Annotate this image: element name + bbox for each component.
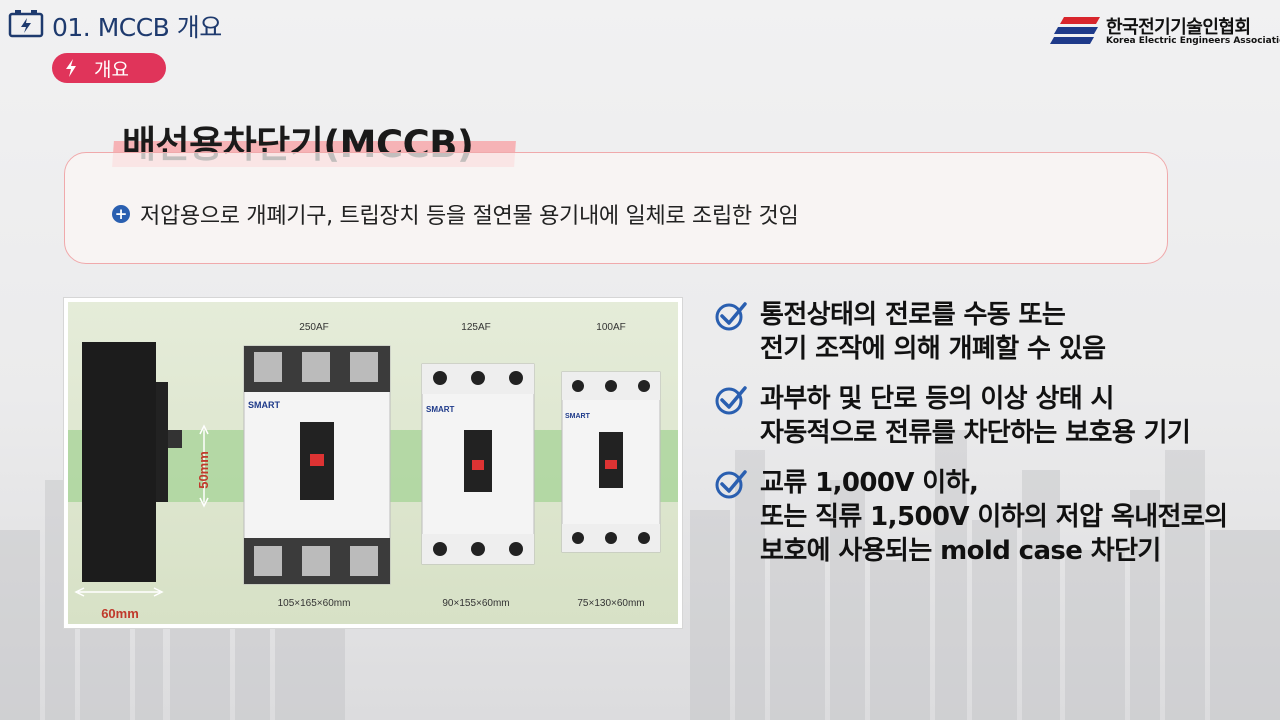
brand-label-100af: SMART	[565, 413, 591, 420]
dims-250af: 105×165×60mm	[278, 598, 351, 609]
frame-label-100af: 100AF	[596, 322, 625, 333]
list-item: 교류 1,000V 이하, 또는 직류 1,500V 이하의 저압 옥내전로의 …	[714, 466, 1274, 568]
flag-stripes-icon	[1050, 17, 1100, 44]
battery-icon	[8, 10, 44, 38]
width-label: 60mm	[101, 606, 139, 621]
dims-100af: 75×130×60mm	[577, 598, 644, 609]
definition-row: + 저압용으로 개폐기구, 트립장치 등을 절연물 용기내에 일체로 조립한 것…	[112, 198, 799, 230]
brand-label-125af: SMART	[426, 405, 455, 414]
list-item: 통전상태의 전로를 수동 또는 전기 조작에 의해 개폐할 수 있음	[714, 298, 1274, 366]
lightning-icon	[58, 55, 84, 81]
logo-name-korean: 한국전기기술인협회	[1106, 17, 1251, 38]
bullet-line: 또는 직류 1,500V 이하의 저압 옥내전로의	[760, 502, 1228, 532]
check-circle-icon	[715, 470, 747, 499]
plus-circle-icon: +	[112, 205, 130, 223]
logo-name-english: Korea Electric Engineers Association	[1106, 36, 1280, 46]
section-title: 01. MCCB 개요	[52, 13, 222, 42]
organization-logo: 한국전기기술인협회 Korea Electric Engineers Assoc…	[1050, 13, 1280, 49]
bullet-line: 자동적으로 전류를 차단하는 보호용 기기	[760, 418, 1191, 448]
check-circle-icon	[715, 386, 747, 415]
frame-label-250af: 250AF	[299, 322, 328, 333]
bullet-line: 통전상태의 전로를 수동 또는	[760, 300, 1066, 330]
bullet-line: 과부하 및 단로 등의 이상 상태 시	[760, 384, 1114, 414]
feature-list: 통전상태의 전로를 수동 또는 전기 조작에 의해 개폐할 수 있음 과부하 및…	[714, 298, 1274, 584]
mccb-illustration: 50mm 60mm 250AF SMART 105×165×60mm 125AF…	[68, 302, 678, 624]
definition-text: 저압용으로 개폐기구, 트립장치 등을 절연물 용기내에 일체로 조립한 것임	[140, 204, 799, 229]
bullet-line: 보호에 사용되는 mold case 차단기	[760, 536, 1161, 566]
mccb-photo: 50mm 60mm 250AF SMART 105×165×60mm 125AF…	[63, 297, 683, 629]
definition-box	[64, 152, 1168, 264]
list-item: 과부하 및 단로 등의 이상 상태 시 자동적으로 전류를 차단하는 보호용 기…	[714, 382, 1274, 450]
height-label: 50mm	[196, 451, 211, 489]
tab-overview[interactable]: 개요	[52, 53, 166, 83]
brand-label-250af: SMART	[248, 400, 280, 410]
dims-125af: 90×155×60mm	[442, 598, 509, 609]
frame-label-125af: 125AF	[461, 322, 490, 333]
bullet-line: 전기 조작에 의해 개폐할 수 있음	[760, 334, 1106, 364]
check-circle-icon	[715, 302, 747, 331]
tab-overview-label: 개요	[94, 58, 129, 81]
bullet-line: 교류 1,000V 이하,	[760, 468, 979, 498]
